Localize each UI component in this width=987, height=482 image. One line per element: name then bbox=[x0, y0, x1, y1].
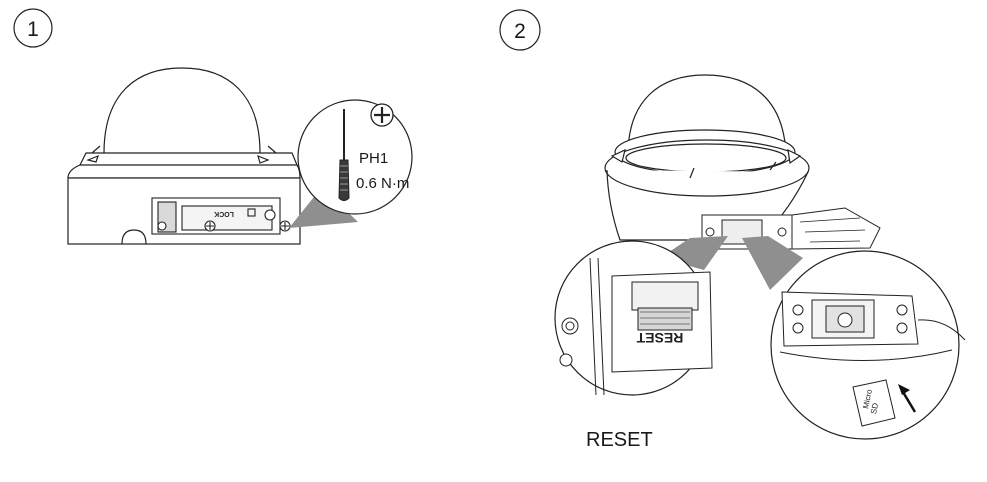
micro-sd-label-line2: SD bbox=[869, 402, 880, 415]
screw-icon bbox=[279, 220, 291, 232]
arrow-up-left-icon bbox=[898, 384, 917, 413]
micro-sd-card-icon: Micro SD bbox=[852, 379, 896, 427]
screw-icon bbox=[204, 220, 216, 232]
step-2: 2 bbox=[499, 9, 966, 451]
micro-sd-label-line1: Micro bbox=[861, 388, 874, 410]
step-1-number-badge: 1 bbox=[13, 8, 53, 48]
callout-pointer bbox=[289, 187, 358, 228]
step-1: 1 bbox=[13, 8, 413, 245]
tool-callout: PH1 0.6 N·m bbox=[297, 99, 413, 215]
micro-sd-callout: Micro SD bbox=[770, 250, 966, 440]
reset-caption: RESET bbox=[586, 429, 653, 451]
access-panel-closed: LOCK bbox=[151, 197, 291, 235]
reset-marking: RESET bbox=[636, 330, 683, 346]
lock-marking: LOCK bbox=[214, 210, 234, 217]
tool-type-label: PH1 bbox=[359, 150, 388, 167]
step-1-number: 1 bbox=[27, 18, 39, 41]
access-panel-open bbox=[701, 207, 881, 250]
screwdriver-icon bbox=[338, 109, 350, 201]
camera-2 bbox=[604, 74, 810, 241]
phillips-screw-head-icon bbox=[370, 103, 394, 127]
reset-callout: RESET bbox=[554, 240, 713, 396]
step-2-number-badge: 2 bbox=[499, 9, 541, 51]
callout-pointer-sd bbox=[742, 236, 803, 290]
torque-label: 0.6 N·m bbox=[356, 175, 409, 192]
step-2-number: 2 bbox=[514, 20, 526, 43]
